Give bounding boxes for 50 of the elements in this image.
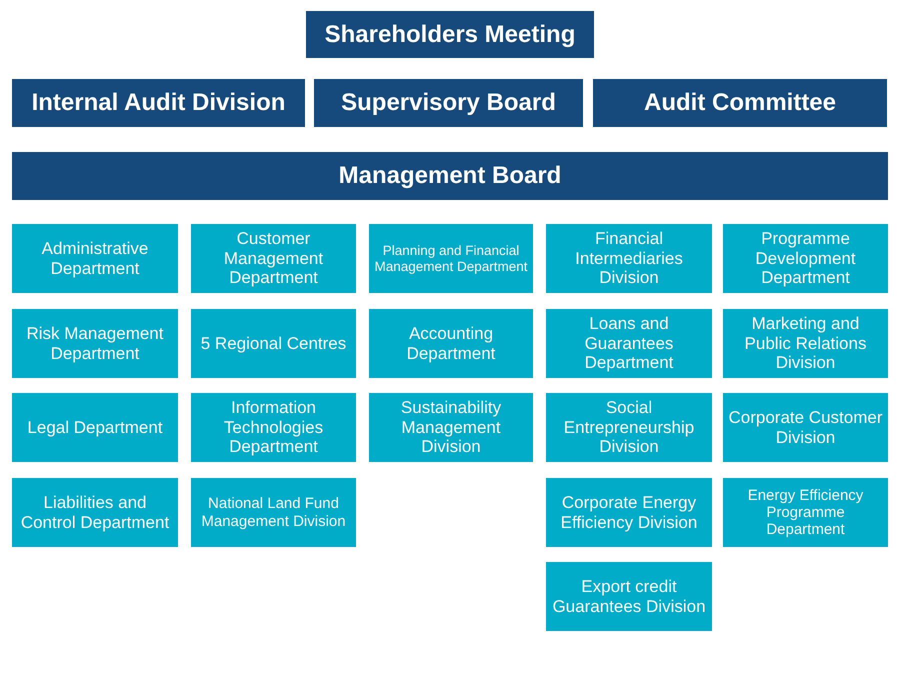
board-name: Supervisory Board — [341, 89, 556, 117]
department-name: Information Technologies Department — [222, 398, 324, 457]
department-name: Social Entrepreneurship Division — [562, 398, 696, 457]
board-name: Internal Audit Division — [32, 89, 286, 117]
department-name: Liabilities and Control Department — [20, 492, 170, 532]
department-name: Accounting Department — [406, 324, 496, 364]
department-box — [546, 393, 712, 462]
department-name: Risk Management Department — [25, 324, 164, 364]
department-name: 5 Regional Centres — [200, 334, 346, 354]
department-name: Loans and Guarantees Department — [584, 314, 674, 373]
board-box — [306, 11, 594, 58]
department-box — [723, 393, 888, 462]
department-box — [723, 224, 888, 293]
department-box — [546, 224, 712, 293]
department-box — [191, 224, 356, 293]
department-box — [12, 393, 178, 462]
department-name: Customer Management Department — [222, 229, 324, 288]
department-box — [191, 478, 356, 547]
department-name: Administrative Department — [40, 238, 150, 278]
department-box — [369, 309, 533, 378]
department-name: National Land Fund Management Division — [200, 495, 347, 530]
board-name: Management Board — [338, 162, 562, 190]
department-name: Programme Development Department — [754, 229, 857, 288]
department-box — [12, 224, 178, 293]
department-box — [191, 309, 356, 378]
board-box — [12, 152, 888, 200]
department-box — [546, 478, 712, 547]
board-name: Audit Committee — [644, 89, 836, 117]
department-name: Sustainability Management Division — [400, 398, 502, 457]
department-name: Energy Efficiency Programme Department — [746, 486, 864, 538]
board-box — [314, 79, 583, 127]
board-box — [12, 79, 305, 127]
department-name: Corporate Customer Division — [727, 408, 884, 448]
department-box — [369, 224, 533, 293]
department-name: Marketing and Public Relations Division — [744, 314, 868, 373]
department-box — [12, 478, 178, 547]
department-name: Planning and Financial Management Department — [373, 242, 529, 274]
board-name: Shareholders Meeting — [324, 20, 576, 48]
department-box — [191, 393, 356, 462]
department-name: Financial Intermediaries Division — [574, 229, 684, 288]
board-box — [593, 79, 887, 127]
department-name: Legal Department — [27, 418, 163, 438]
department-box — [369, 393, 533, 462]
department-box — [546, 562, 712, 631]
department-name: Corporate Energy Efficiency Division — [560, 492, 698, 532]
department-box — [723, 309, 888, 378]
department-box — [546, 309, 712, 378]
department-name: Export credit Guarantees Division — [551, 576, 707, 616]
department-box — [12, 309, 178, 378]
department-box — [723, 478, 888, 547]
